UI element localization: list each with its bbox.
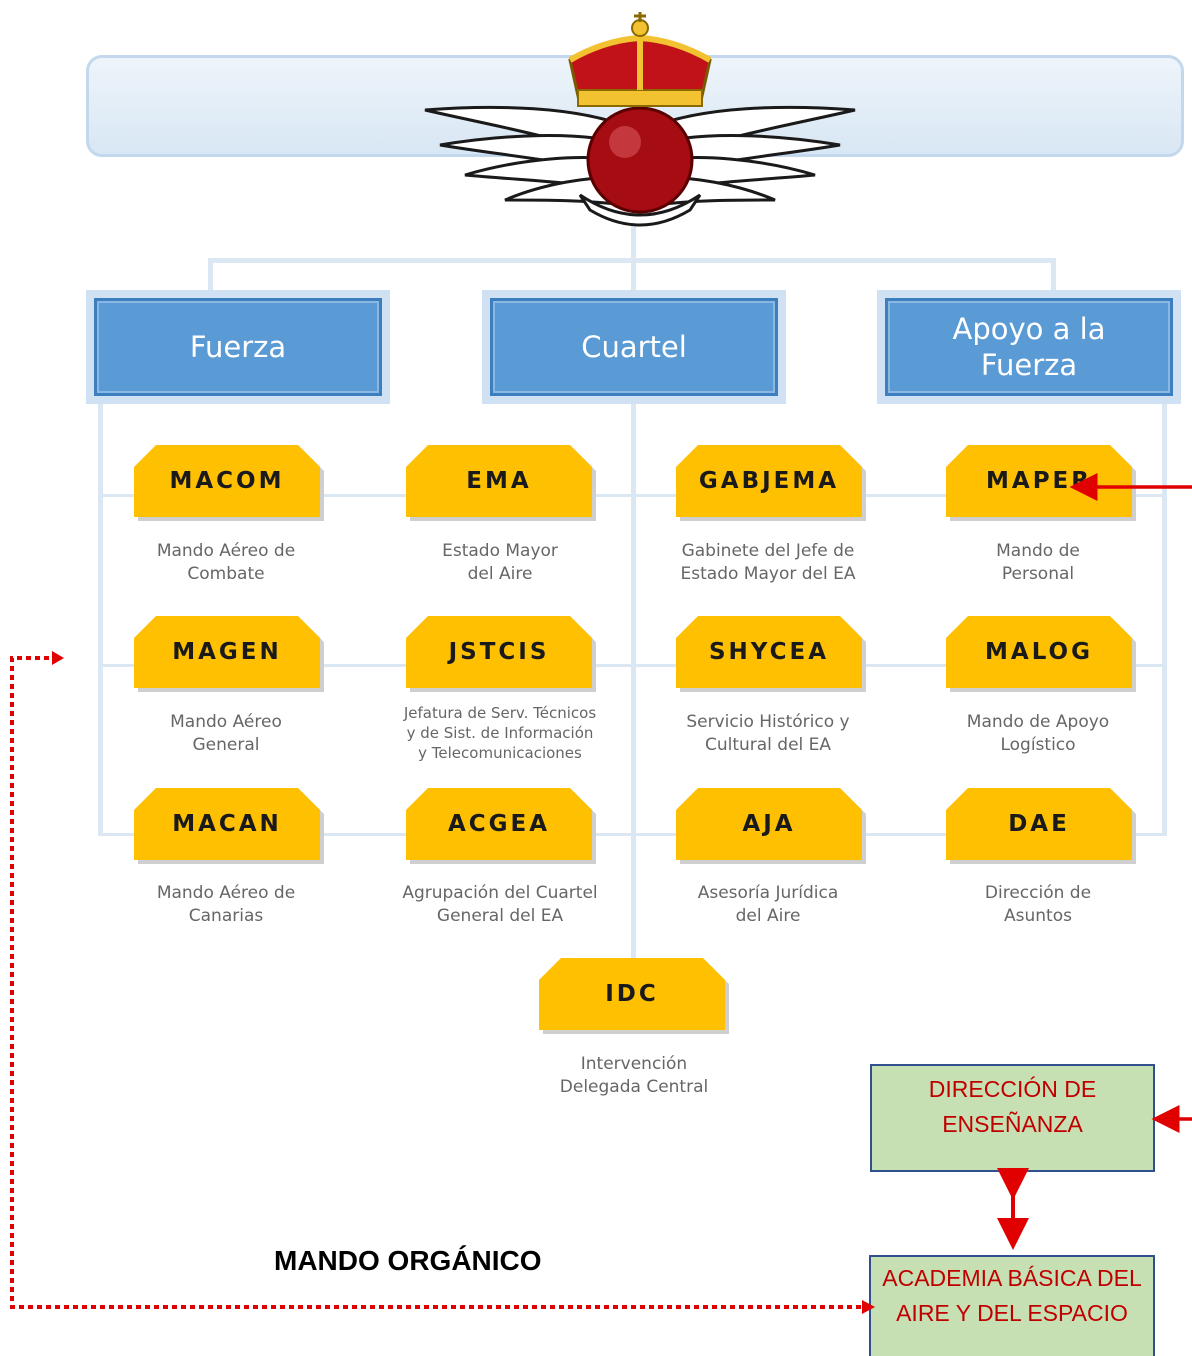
unit-desc: Servicio Histórico y Cultural del EA — [686, 712, 850, 755]
unit-desc: Asesoría Jurídica del Aire — [697, 883, 839, 926]
connector-line — [98, 494, 1166, 497]
connector-line — [98, 404, 103, 836]
connector-line — [98, 664, 1166, 667]
connector-line — [208, 258, 213, 290]
unit-macan[interactable]: MACAN — [134, 788, 324, 864]
unit-desc: Mando de Personal — [996, 541, 1080, 584]
unit-code: MACOM — [134, 445, 320, 517]
unit-ema[interactable]: EMA — [406, 445, 596, 521]
unit-desc: Estado Mayor del Aire — [442, 541, 558, 584]
unit-desc: Mando Aéreo General — [170, 712, 282, 755]
category-cuartel: Cuartel — [482, 290, 786, 404]
unit-code: IDC — [539, 958, 725, 1030]
unit-code: AJA — [676, 788, 862, 860]
unit-desc: Jefatura de Serv. Técnicos y de Sist. de… — [403, 704, 597, 762]
direccion-ensenanza-box: DIRECCIÓN DE ENSEÑANZA — [870, 1064, 1155, 1172]
category-fuerza: Fuerza — [86, 290, 390, 404]
unit-dae[interactable]: DAE — [946, 788, 1136, 864]
unit-acgea[interactable]: ACGEA — [406, 788, 596, 864]
unit-macom[interactable]: MACOM — [134, 445, 324, 521]
connector-line — [98, 833, 1166, 836]
unit-code: ACGEA — [406, 788, 592, 860]
unit-gabjema[interactable]: GABJEMA — [676, 445, 866, 521]
unit-code: MAGEN — [134, 616, 320, 688]
unit-code: MACAN — [134, 788, 320, 860]
connector-line — [1051, 258, 1056, 290]
unit-code: DAE — [946, 788, 1132, 860]
unit-shycea[interactable]: SHYCEA — [676, 616, 866, 692]
royal-crown-icon — [568, 12, 712, 107]
connector-line — [631, 200, 636, 960]
academia-box: ACADEMIA BÁSICA DEL AIRE Y DEL ESPACIO — [869, 1255, 1155, 1356]
unit-magen[interactable]: MAGEN — [134, 616, 324, 692]
unit-desc: Agrupación del Cuartel General del EA — [402, 883, 598, 926]
arrow-head-left — [52, 651, 64, 665]
mando-organico-connector — [10, 656, 862, 1309]
category-label: Apoyo a la Fuerza — [885, 298, 1173, 396]
unit-desc: Mando Aéreo de Combate — [156, 541, 296, 584]
arrow-head-right — [862, 1300, 875, 1314]
unit-code: EMA — [406, 445, 592, 517]
unit-code: GABJEMA — [676, 445, 862, 517]
unit-code: SHYCEA — [676, 616, 862, 688]
unit-desc: Gabinete del Jefe de Estado Mayor del EA — [680, 541, 856, 584]
connector-line — [1162, 404, 1167, 836]
mando-organico-label: MANDO ORGÁNICO — [274, 1245, 542, 1276]
unit-jstcis[interactable]: JSTCIS — [406, 616, 596, 692]
unit-desc: Mando de Apoyo Logístico — [966, 712, 1110, 755]
unit-idc[interactable]: IDC — [539, 958, 729, 1034]
unit-code: JSTCIS — [406, 616, 592, 688]
unit-desc: Dirección de Asuntos — [984, 883, 1092, 926]
unit-desc: Mando Aéreo de Canarias — [156, 883, 296, 926]
unit-malog[interactable]: MALOG — [946, 616, 1136, 692]
category-label: Fuerza — [94, 298, 382, 396]
unit-aja[interactable]: AJA — [676, 788, 866, 864]
air-force-emblem — [424, 12, 856, 227]
category-apoyo: Apoyo a la Fuerza — [877, 290, 1181, 404]
unit-desc: Intervención Delegada Central — [559, 1054, 709, 1097]
unit-code: MALOG — [946, 616, 1132, 688]
category-label: Cuartel — [490, 298, 778, 396]
